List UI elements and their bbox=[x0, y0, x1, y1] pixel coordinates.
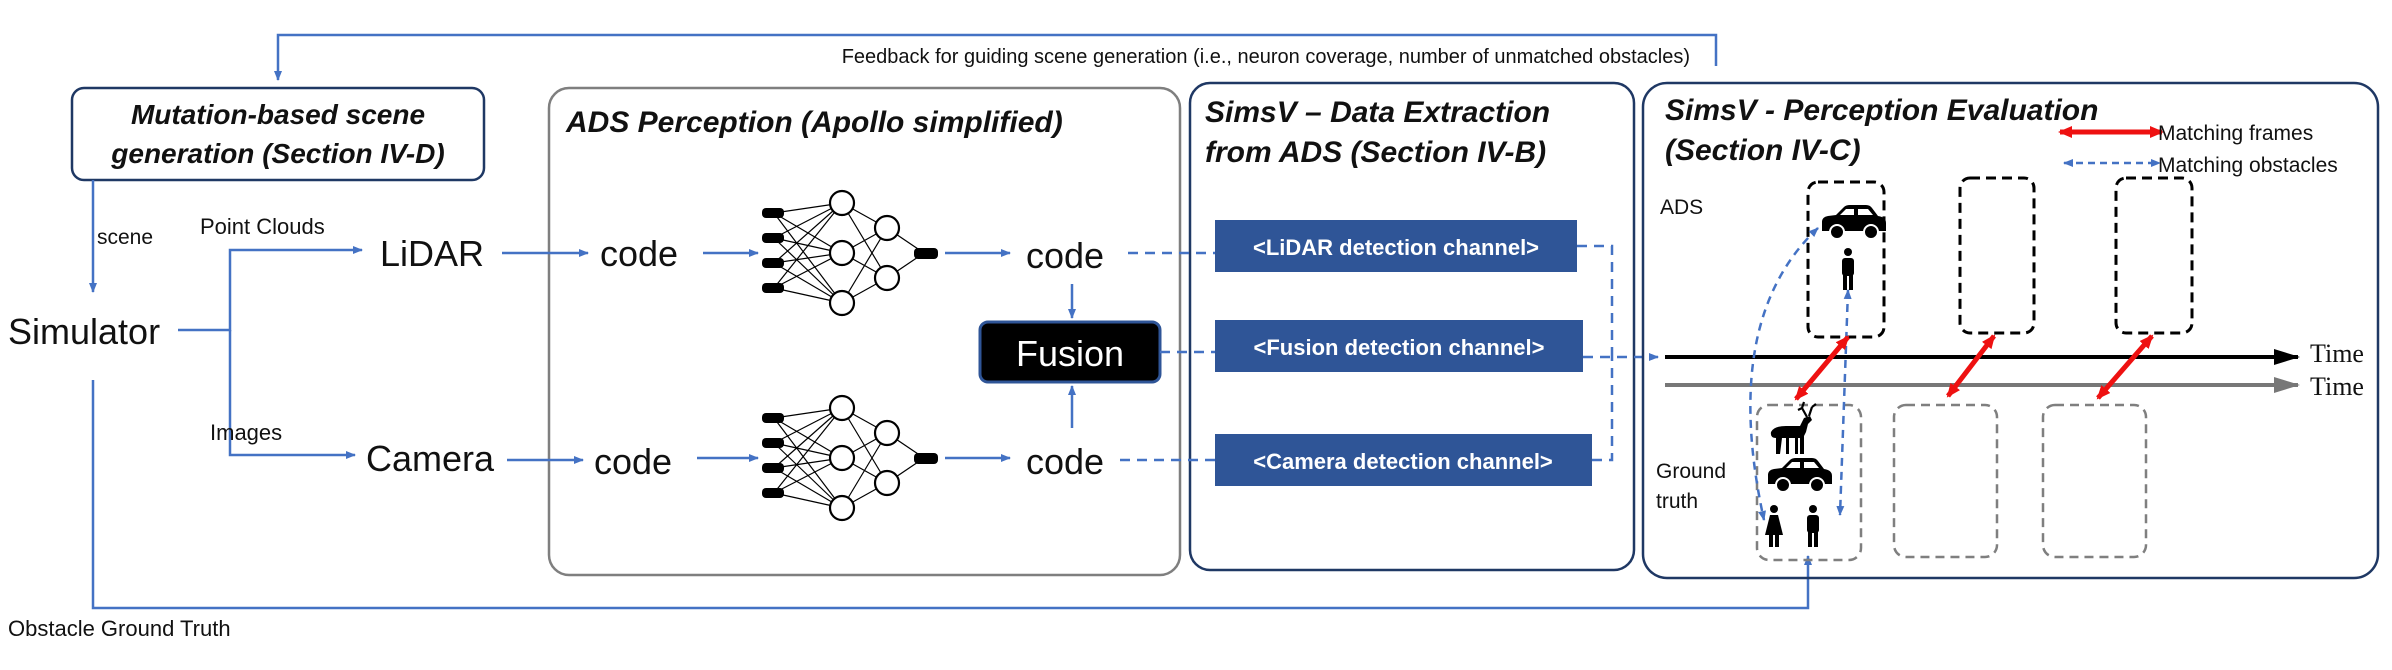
gt-frame-2 bbox=[1892, 403, 1999, 559]
fusion-channel-box bbox=[1215, 320, 1583, 372]
feedback-arrow bbox=[274, 33, 1718, 81]
fusion-channel-label: <Fusion detection channel> bbox=[1254, 335, 1545, 360]
lidar-output-code-label: code bbox=[1026, 235, 1104, 276]
feedback-label: Feedback for guiding scene generation (i… bbox=[842, 46, 1690, 68]
extraction-title-line2: from ADS (Section IV-B) bbox=[1205, 136, 1546, 169]
simulator-inputs: scene Simulator Point Clouds Images LiDA… bbox=[8, 180, 1812, 641]
ground-truth-arrow bbox=[91, 380, 1812, 610]
camera-output-code-label: code bbox=[1026, 441, 1104, 482]
camera-neural-network bbox=[760, 394, 940, 522]
match-obstacle-car-arrow bbox=[1749, 227, 1819, 521]
ads-perception-panel: ADS Perception (Apollo simplified) code … bbox=[502, 86, 1182, 577]
legend-frames-label: Matching frames bbox=[2158, 122, 2313, 145]
simulator-to-camera-arrow bbox=[228, 330, 356, 459]
lidar-channel-box bbox=[1215, 220, 1577, 272]
perception-title: ADS Perception (Apollo simplified) bbox=[565, 106, 1063, 139]
lidar-label: LiDAR bbox=[380, 233, 484, 274]
camera-code-label: code bbox=[594, 441, 672, 482]
match-frame-2-arrow bbox=[1946, 334, 1996, 398]
lidar-channel-merge bbox=[1577, 244, 1614, 357]
simulator-label: Simulator bbox=[8, 311, 160, 352]
mutation-scene-generation: Mutation-based scene generation (Section… bbox=[70, 86, 486, 182]
gt-deer-icon bbox=[1769, 400, 1818, 456]
ads-frame-2 bbox=[1958, 176, 2036, 335]
extraction-title-line1: SimsV – Data Extraction bbox=[1205, 96, 1550, 129]
camera-channel-merge bbox=[1592, 357, 1614, 462]
mutation-box bbox=[70, 86, 486, 182]
camera-label: Camera bbox=[366, 438, 495, 479]
evaluation-title-line1: SimsV - Perception Evaluation bbox=[1665, 94, 2098, 127]
match-frame-1-arrow bbox=[1794, 335, 1850, 401]
ads-row-label: ADS bbox=[1660, 196, 1703, 219]
legend-obstacles-label: Matching obstacles bbox=[2158, 154, 2338, 177]
ground-truth-row-label-line1: Ground bbox=[1656, 460, 1726, 483]
ground-truth-time-label: Time bbox=[2310, 372, 2364, 401]
ads-pedestrian-icon bbox=[1842, 248, 1854, 290]
images-label: Images bbox=[210, 420, 282, 445]
scene-label: scene bbox=[97, 226, 153, 249]
data-extraction-panel: SimsV – Data Extraction from ADS (Sectio… bbox=[1120, 81, 1659, 572]
mutation-title-line2: generation (Section IV-D) bbox=[110, 138, 444, 169]
simulator-to-lidar-arrow bbox=[178, 246, 363, 332]
camera-channel-box bbox=[1215, 434, 1592, 486]
ground-truth-row-label-line2: truth bbox=[1656, 490, 1698, 513]
match-frame-3-arrow bbox=[2096, 334, 2154, 400]
ads-frame-3 bbox=[2114, 176, 2194, 335]
point-clouds-label: Point Clouds bbox=[200, 214, 325, 239]
ads-car-icon bbox=[1821, 204, 1887, 240]
gt-pedestrian-male-icon bbox=[1807, 505, 1819, 547]
fusion-label: Fusion bbox=[1016, 333, 1124, 374]
camera-channel-label: <Camera detection channel> bbox=[1253, 449, 1553, 474]
gt-pedestrian-female-icon bbox=[1765, 505, 1783, 547]
extraction-box bbox=[1188, 81, 1636, 572]
evaluation-box bbox=[1641, 81, 2380, 580]
perception-box bbox=[547, 86, 1182, 577]
lidar-code-label: code bbox=[600, 233, 678, 274]
perception-evaluation-panel: SimsV - Perception Evaluation (Section I… bbox=[1641, 81, 2380, 580]
lidar-neural-network bbox=[760, 189, 940, 317]
gt-frame-3 bbox=[2041, 403, 2148, 559]
gt-car-icon bbox=[1767, 457, 1833, 493]
match-obstacle-pedestrian-arrow bbox=[1836, 289, 1852, 516]
ground-truth-label: Obstacle Ground Truth bbox=[8, 616, 231, 641]
ads-time-label: Time bbox=[2310, 339, 2364, 368]
mutation-title-line1: Mutation-based scene bbox=[131, 99, 425, 130]
feedback-loop: Feedback for guiding scene generation (i… bbox=[274, 33, 1718, 81]
evaluation-title-line2: (Section IV-C) bbox=[1665, 134, 1861, 167]
lidar-channel-label: <LiDAR detection channel> bbox=[1253, 235, 1539, 260]
